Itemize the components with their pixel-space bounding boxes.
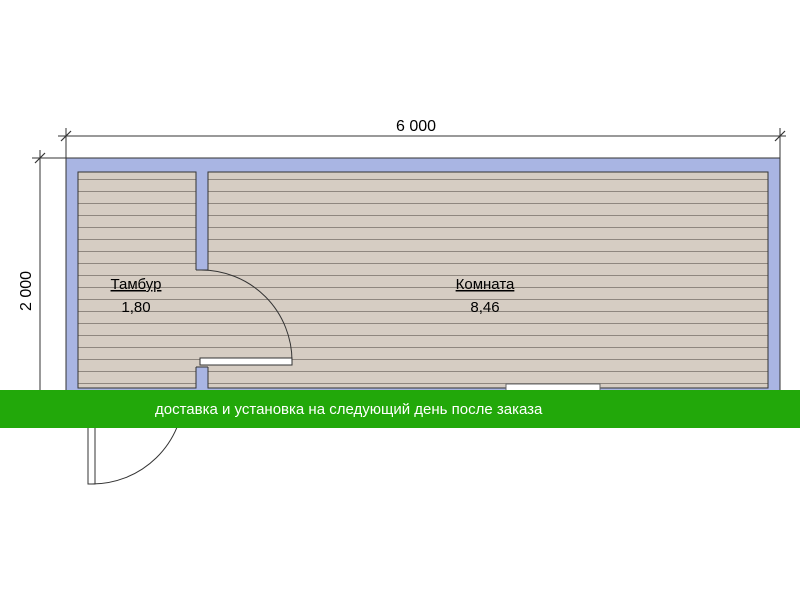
room-name-vestibule: Тамбур bbox=[111, 276, 162, 293]
interior-doorway bbox=[195, 270, 209, 367]
height-label: 2 000 bbox=[18, 271, 35, 311]
interior-door-leaf bbox=[199, 357, 293, 366]
room-area-main: 8,46 bbox=[470, 299, 499, 316]
width-dimension bbox=[58, 128, 786, 158]
room-area-vestibule: 1,80 bbox=[121, 299, 150, 316]
room-name-main: Комната bbox=[456, 276, 515, 293]
banner-text: доставка и установка на следующий день п… bbox=[155, 401, 543, 418]
vestibule-floor bbox=[77, 171, 197, 389]
promo-banner: доставка и установка на следующий день п… bbox=[0, 390, 800, 428]
interior-door-swing bbox=[200, 269, 293, 362]
room-floor bbox=[207, 171, 769, 389]
height-dimension bbox=[32, 150, 66, 400]
width-label: 6 000 bbox=[396, 118, 436, 135]
